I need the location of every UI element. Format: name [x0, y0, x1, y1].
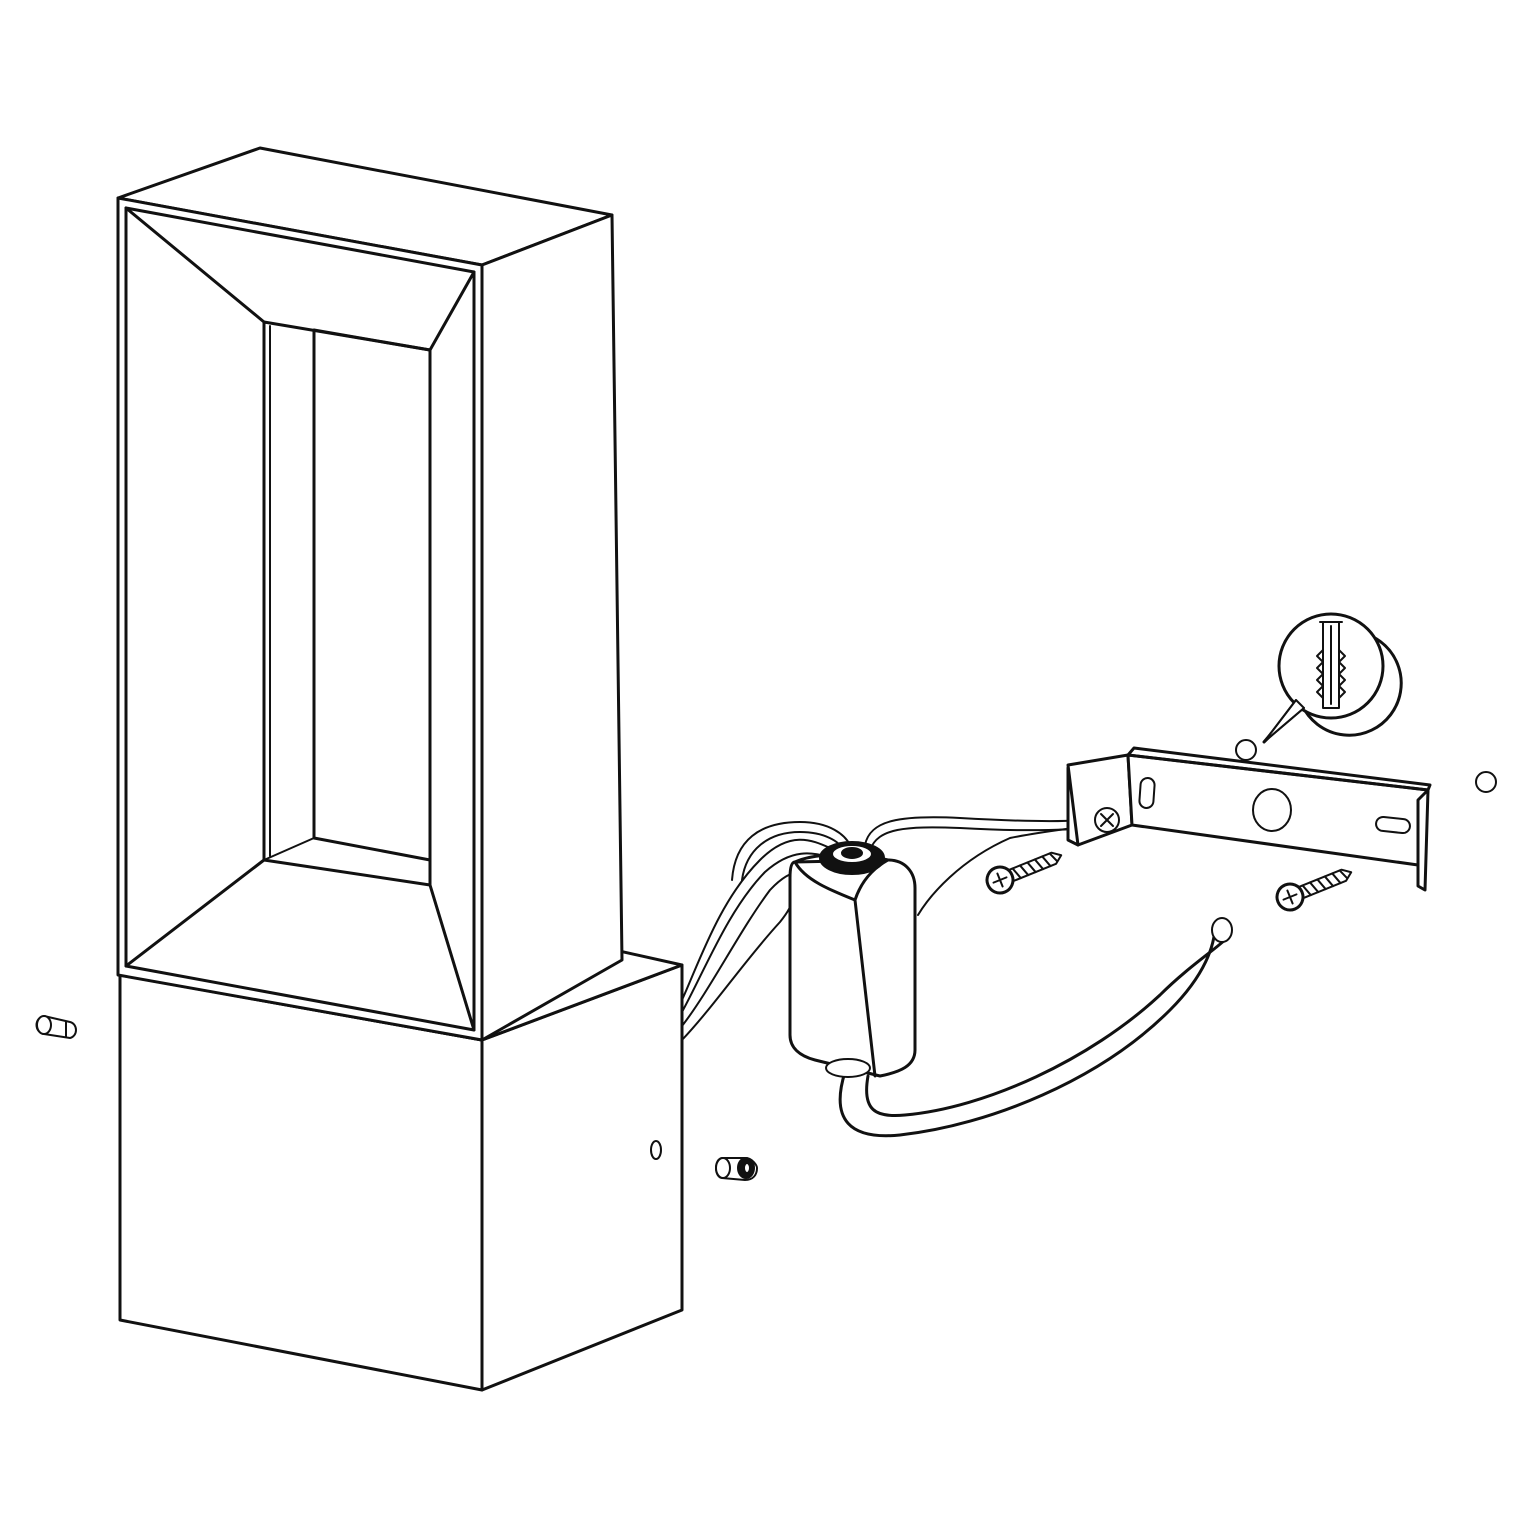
bracket-slot-left — [1138, 777, 1156, 809]
wall-screw — [985, 851, 1063, 895]
set-screw-hole — [650, 1140, 662, 1160]
wall-bracket — [1066, 746, 1432, 892]
set-screw — [715, 1157, 758, 1181]
lamp-housing — [116, 146, 624, 1042]
drill-hole — [1475, 771, 1497, 793]
plug-insert — [35, 1015, 77, 1039]
wall-plug-detail — [1262, 612, 1403, 744]
wall-screw — [1275, 868, 1353, 912]
bracket-slot-right — [1375, 815, 1411, 835]
connector-box — [788, 841, 1233, 1138]
bracket-center-hole — [1252, 788, 1292, 832]
cable-end — [1211, 917, 1233, 943]
drill-hole — [1235, 739, 1257, 761]
drill-hole-markers — [1235, 739, 1497, 793]
